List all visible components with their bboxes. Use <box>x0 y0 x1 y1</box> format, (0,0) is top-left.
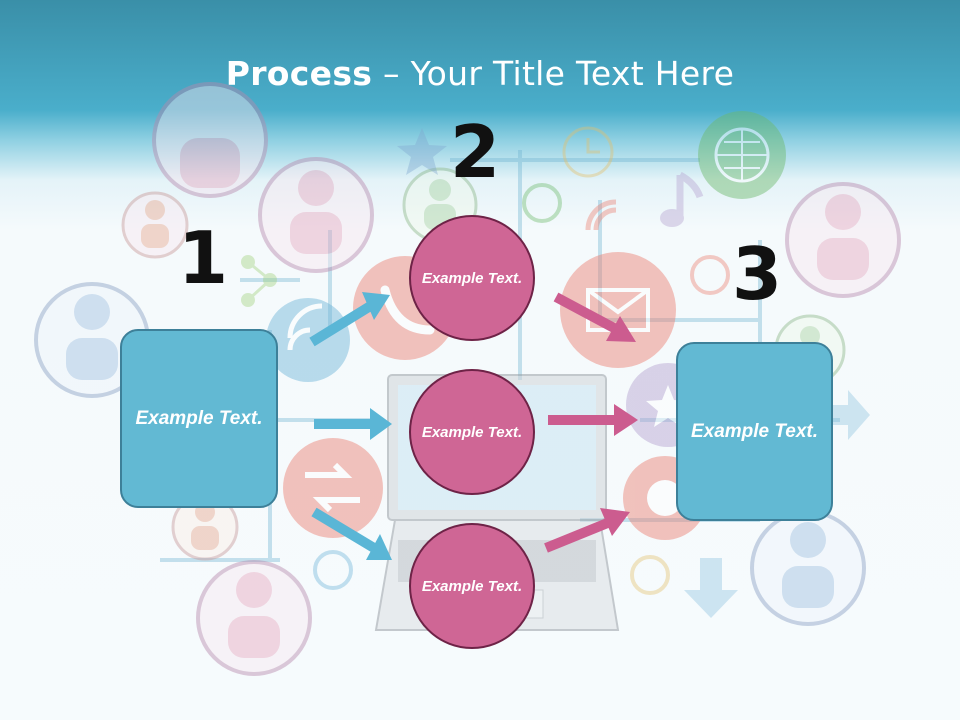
download-arrow-icon <box>684 558 738 618</box>
pink-arrow-down <box>553 292 636 342</box>
step-number-2: 2 <box>450 110 501 194</box>
step-box-3: Example Text. <box>676 342 833 521</box>
wifi-icon <box>266 298 350 382</box>
share-arrow-icon <box>828 390 870 440</box>
title-rest: – Your Title Text Here <box>372 54 735 93</box>
user-icon <box>785 182 901 298</box>
at-sign-icon <box>313 183 730 595</box>
music-icon <box>660 171 704 227</box>
title-bold: Process <box>225 54 373 93</box>
share-icon <box>241 255 277 307</box>
pink-arrow-up <box>544 508 630 553</box>
slide-title: Process – Your Title Text Here <box>0 54 960 93</box>
step-box-1: Example Text. <box>120 329 278 508</box>
pink-arrow-right <box>548 404 638 436</box>
blue-arrow-down <box>311 507 392 560</box>
blue-arrow-up <box>309 292 390 347</box>
user-icon <box>750 510 866 626</box>
user-icon <box>121 191 189 259</box>
process-circle-bottom: Example Text. <box>409 523 535 649</box>
swap-arrows-icon <box>283 438 383 538</box>
user-icon <box>258 157 374 273</box>
step-number-3: 3 <box>732 232 783 316</box>
user-icon <box>152 82 268 198</box>
globe-icon <box>698 111 786 199</box>
clock-icon <box>562 126 614 178</box>
rss-icon <box>585 199 617 231</box>
blue-arrow-right <box>314 408 392 440</box>
step-number-1: 1 <box>178 216 229 300</box>
process-circle-top: Example Text. <box>409 215 535 341</box>
process-circle-middle: Example Text. <box>409 369 535 495</box>
user-icon <box>196 560 312 676</box>
star-icon <box>397 128 447 175</box>
